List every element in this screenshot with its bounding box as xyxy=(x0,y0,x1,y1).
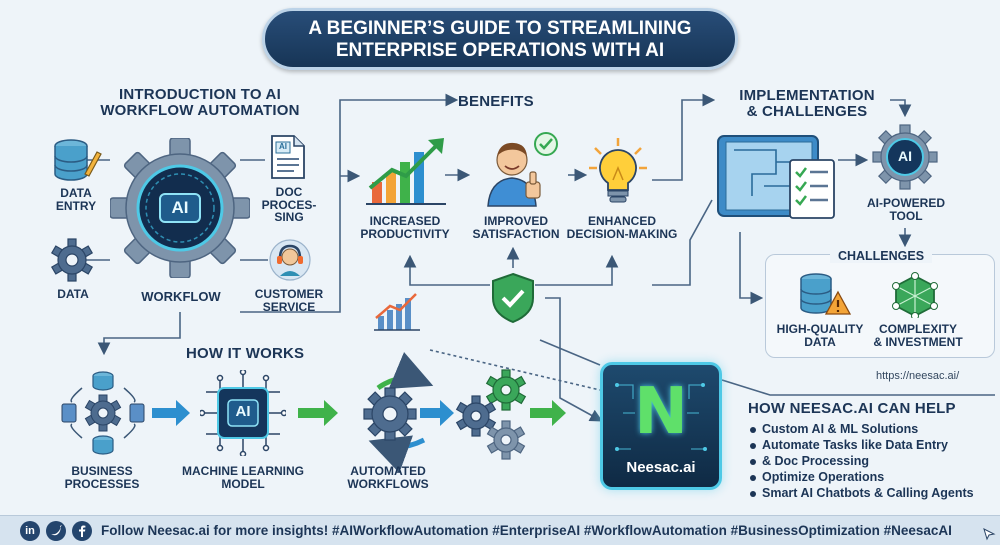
blueprint-checklist-icon xyxy=(717,135,835,219)
arrow-curve-top xyxy=(376,352,434,391)
help-item: Smart AI Chatbots & Calling Agents xyxy=(748,486,974,500)
title-line-2: ENTERPRISE OPERATIONS WITH AI xyxy=(335,40,665,61)
help-item: Custom AI & ML Solutions xyxy=(748,422,974,436)
neesac-logo-letter: N xyxy=(634,375,688,449)
help-list: Custom AI & ML Solutions Automate Tasks … xyxy=(748,422,974,502)
doc-ai-badge: AI xyxy=(279,142,287,151)
thumbs-up-person-icon xyxy=(487,132,558,207)
twitter-icon[interactable] xyxy=(46,521,66,541)
network-cube-icon xyxy=(892,272,938,318)
gear-cluster-icon xyxy=(455,369,527,460)
title-line-1: A BEGINNER’S GUIDE TO STREAMLINING xyxy=(308,18,692,39)
title-banner: A BEGINNER’S GUIDE TO STREAMLINING ENTER… xyxy=(262,8,738,70)
arrow-green-2 xyxy=(530,400,566,426)
gear-ai-badge: AI xyxy=(171,198,189,217)
label-data: DATA xyxy=(57,287,89,301)
document-icon xyxy=(271,135,305,179)
implementation-heading: IMPLEMENTATION& CHALLENGES xyxy=(739,87,875,120)
arrow-curve-bottom xyxy=(368,435,426,474)
small-gear-icon xyxy=(50,238,94,282)
challenges-heading: CHALLENGES xyxy=(830,249,932,264)
label-workflow: WORKFLOW xyxy=(141,289,221,304)
footer-bar: in Follow Neesac.ai for more insights! #… xyxy=(0,515,1000,545)
linkedin-icon[interactable]: in xyxy=(20,521,40,541)
arrow-green-1 xyxy=(298,400,338,426)
help-item: Automate Tasks like Data Entry xyxy=(748,438,974,452)
mini-chart-icon xyxy=(374,293,420,331)
neesac-url[interactable]: https://neesac.ai/ xyxy=(876,370,960,382)
business-process-icon xyxy=(61,371,145,455)
facebook-icon[interactable] xyxy=(72,521,92,541)
tool-ai-badge: AI xyxy=(898,148,912,164)
database-pencil-icon xyxy=(54,139,102,181)
neesac-logo-tile: N Neesac.ai xyxy=(600,362,722,490)
bar-chart-icon xyxy=(366,138,446,205)
help-heading: HOW NEESAC.AI CAN HELP xyxy=(748,400,956,417)
ai-tool-gear-icon xyxy=(872,124,938,190)
arrow-blue-2 xyxy=(420,400,454,426)
lightbulb-icon xyxy=(589,138,647,203)
database-warning-icon xyxy=(800,273,852,315)
help-item: Optimize Operations xyxy=(748,470,974,484)
label-complexity-investment: COMPLEXITY& INVESTMENT xyxy=(873,322,963,349)
footer-text: Follow Neesac.ai for more insights! #AIW… xyxy=(101,523,952,538)
ml-chip-icon xyxy=(200,370,286,456)
intro-heading: INTRODUCTION TO AI WORKFLOW AUTOMATION xyxy=(100,86,300,119)
arrow-blue-1 xyxy=(152,400,190,426)
benefits-heading: BENEFITS xyxy=(458,93,534,110)
how-it-works-heading: HOW IT WORKS xyxy=(186,345,305,362)
headset-agent-icon xyxy=(269,239,311,281)
neesac-circuit-icon xyxy=(615,383,707,451)
shield-check-icon xyxy=(492,272,534,324)
ai-gear-icon xyxy=(110,138,250,278)
ml-ai-badge: AI xyxy=(235,403,251,420)
help-item-continuation: & Doc Processing xyxy=(748,454,974,468)
neesac-logo-text: Neesac.ai xyxy=(626,459,696,476)
automated-gears-icon xyxy=(363,387,417,441)
cursor-icon xyxy=(983,528,996,541)
